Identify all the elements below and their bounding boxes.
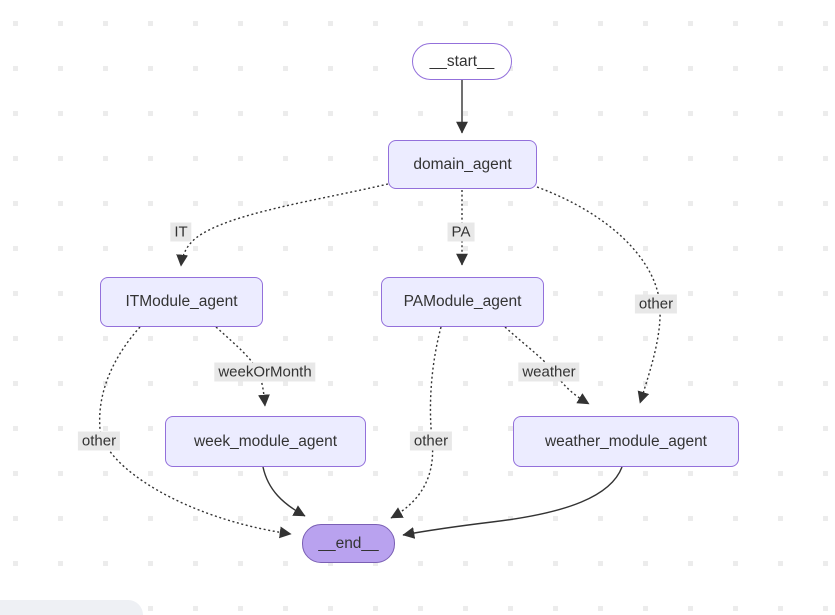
edge-label-weather: weather (518, 362, 580, 382)
node-domain-agent-label: domain_agent (413, 155, 512, 173)
edge-weather_module_agent-to-end (402, 466, 623, 539)
node-end-label: __end__ (318, 534, 379, 552)
node-start: __start__ (412, 43, 512, 80)
node-itmodule-agent: ITModule_agent (100, 277, 263, 327)
node-pamodule-agent-label: PAModule_agent (403, 293, 522, 310)
node-weather-module-agent: weather_module_agent (513, 416, 739, 467)
node-start-label: __start__ (429, 52, 495, 70)
node-week-module-agent-label: week_module_agent (193, 432, 338, 450)
edge-domain_agent-to-weather_module_agent (536, 186, 661, 404)
edge-label-it: IT (170, 222, 192, 242)
edge-PAModule_agent-to-weather_module_agent (504, 326, 590, 405)
bottom-left-panel-edge (0, 600, 143, 615)
node-week-module-agent: week_module_agent (165, 416, 366, 467)
node-end: __end__ (302, 524, 395, 563)
node-domain-agent: domain_agent (388, 140, 537, 189)
node-itmodule-agent-label: ITModule_agent (125, 293, 238, 310)
edge-domain_agent-to-ITModule_agent (176, 183, 389, 267)
edge-label-other-left: other (77, 431, 121, 451)
edge-label-weekormonth: weekOrMonth (214, 362, 316, 382)
edge-week_module_agent-to-end (262, 466, 306, 517)
edge-label-other-middle: other (409, 431, 453, 451)
edge-label-other-right: other (634, 294, 678, 314)
node-pamodule-agent: PAModule_agent (381, 277, 544, 327)
node-weather-module-agent-label: weather_module_agent (544, 432, 707, 450)
edge-PAModule_agent-to-end (390, 326, 442, 519)
edge-label-pa: PA (447, 222, 475, 242)
